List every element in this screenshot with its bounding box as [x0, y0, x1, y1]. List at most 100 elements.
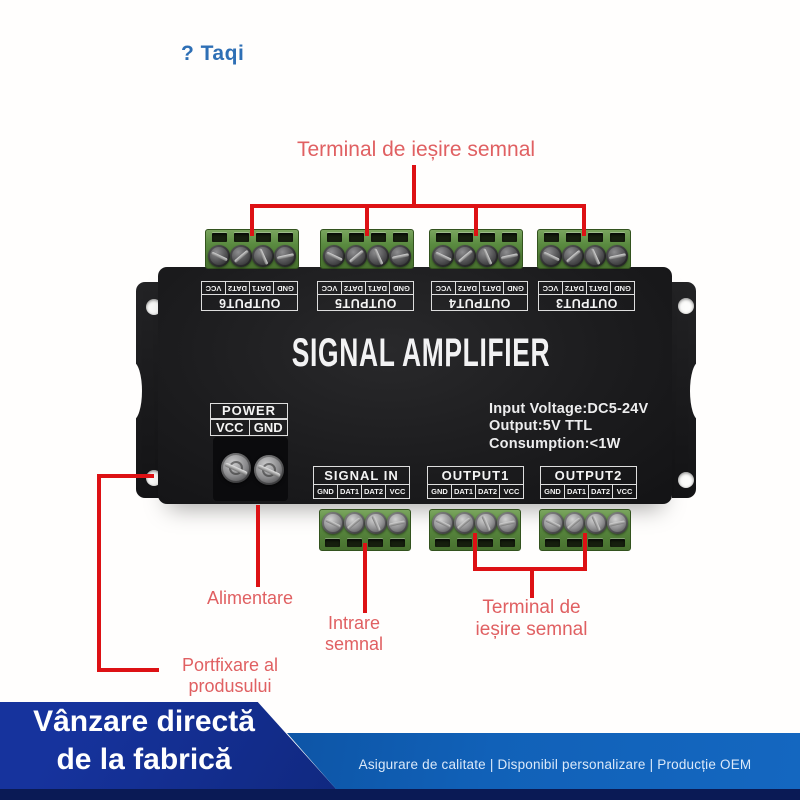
- callout-top-output-label: Terminal de ieșire semnal: [296, 138, 536, 161]
- wire-slot: [609, 539, 625, 547]
- pin-label: DAT2: [455, 281, 480, 295]
- port-name: OUTPUT6: [201, 294, 298, 311]
- pin-label: DAT2: [588, 484, 613, 499]
- wire-slot: [233, 233, 249, 242]
- port-name: OUTPUT5: [317, 294, 414, 311]
- terminal-screw: [498, 245, 520, 267]
- power-screw: [254, 455, 284, 485]
- terminal-screw: [322, 512, 344, 534]
- wire-slot: [348, 233, 364, 242]
- pin-label: GND: [503, 281, 528, 295]
- pin-label: GND: [427, 484, 452, 499]
- device-specs: Input Voltage:DC5-24V Output:5V TTL Cons…: [489, 401, 648, 453]
- terminal-screw: [365, 512, 387, 534]
- pin-label: DAT2: [562, 281, 587, 295]
- power-screw: [221, 453, 251, 483]
- callout-line-drop-output3: [582, 206, 586, 236]
- callout-iesire-jos-label: Terminal de ieșire semnal: [459, 597, 604, 641]
- banner-line1: Vânzare directă: [33, 705, 255, 738]
- pin-label: DAT1: [564, 484, 589, 499]
- wire-slot: [565, 233, 581, 242]
- callout-line-output1-drop: [473, 533, 477, 571]
- terminal-block-output6: [205, 229, 299, 269]
- callout-line-drop-output6: [250, 206, 254, 236]
- terminal-screw: [584, 245, 606, 267]
- pin-label: DAT1: [479, 281, 504, 295]
- wire-slot: [325, 539, 341, 547]
- terminal-block-output1: [429, 509, 521, 551]
- callout-line-output-connector: [473, 567, 587, 571]
- wire-slot: [566, 539, 582, 547]
- wire-slot: [326, 233, 342, 242]
- terminal-screw: [343, 512, 365, 534]
- callout-portfixare-line1: Portfixare al: [181, 655, 279, 675]
- terminal-screw: [475, 512, 497, 534]
- wire-slot: [346, 539, 362, 547]
- wire-slot: [587, 233, 603, 242]
- spec-input-voltage: Input Voltage:DC5-24V: [489, 401, 649, 417]
- pin-label: VCC: [612, 484, 637, 499]
- terminal-screw: [252, 245, 274, 267]
- terminal-screw: [432, 512, 454, 534]
- callout-line-signal-in: [363, 543, 367, 613]
- pin-label: GND: [313, 484, 338, 499]
- wire-slot: [478, 539, 494, 547]
- terminal-screw: [585, 512, 607, 534]
- footer-band: [287, 733, 800, 789]
- callout-line-drop-output5: [365, 206, 369, 236]
- pin-label: DAT1: [365, 281, 390, 295]
- callout-alimentare-label: Alimentare: [206, 588, 294, 608]
- terminal-screw: [606, 512, 628, 534]
- terminal-screw: [496, 512, 518, 534]
- wire-slot: [588, 539, 604, 547]
- terminal-screw: [540, 245, 562, 267]
- terminal-screw: [323, 245, 345, 267]
- mounting-hole: [678, 298, 694, 314]
- wire-slot: [457, 233, 473, 242]
- power-title: POWER: [210, 403, 288, 419]
- callout-iesire-line2: ieșire semnal: [475, 619, 588, 641]
- pin-label: GND: [273, 281, 298, 295]
- flange-notch: [690, 362, 708, 420]
- pin-label: VCC: [201, 281, 226, 295]
- pin-label: GND: [540, 484, 565, 499]
- callout-line-mount-vertical: [97, 474, 101, 672]
- terminal-screw: [345, 245, 367, 267]
- pin-label: DAT1: [451, 484, 476, 499]
- wire-slot: [435, 539, 451, 547]
- wire-slot: [211, 233, 227, 242]
- wire-slot: [501, 233, 517, 242]
- mounting-hole: [678, 472, 694, 488]
- callout-line-top-horizontal: [250, 204, 586, 208]
- callout-line-output2-drop: [583, 533, 587, 571]
- wire-slot: [545, 539, 561, 547]
- pin-label: VCC: [317, 281, 342, 295]
- pin-label: DAT2: [225, 281, 250, 295]
- power-terminal-block: [213, 437, 288, 501]
- pin-label: GND: [248, 419, 288, 436]
- terminal-screw: [208, 245, 230, 267]
- wire-slot: [392, 233, 408, 242]
- port-name: SIGNAL IN: [313, 466, 410, 485]
- terminal-screw: [453, 512, 475, 534]
- terminal-screw: [542, 512, 564, 534]
- wire-slot: [543, 233, 559, 242]
- callout-intrare-line2: semnal: [324, 633, 384, 654]
- callout-portfixare-line2: produsului: [188, 675, 272, 696]
- wire-slot: [255, 233, 271, 242]
- pin-label: VCC: [385, 484, 410, 499]
- pin-label: DAT1: [337, 484, 362, 499]
- wire-slot: [499, 539, 515, 547]
- terminal-screw: [367, 245, 389, 267]
- terminal-screw: [274, 245, 296, 267]
- callout-line-mount-horizontal: [97, 474, 154, 478]
- wire-slot: [277, 233, 293, 242]
- port-name: OUTPUT3: [538, 294, 635, 311]
